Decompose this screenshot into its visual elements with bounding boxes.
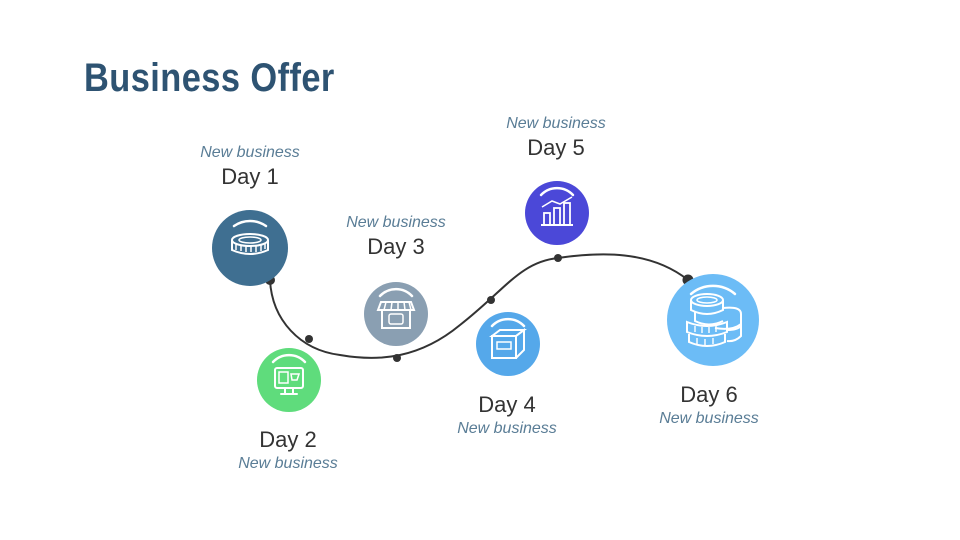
page-title: Business Offer	[84, 56, 335, 100]
milestone-day: Day 3	[367, 234, 425, 259]
bar-chart-icon	[525, 181, 589, 245]
milestone-label-day-1: New business Day 1	[150, 143, 350, 191]
milestone-label-day-3: New business Day 3	[296, 213, 496, 261]
box-icon	[476, 312, 540, 376]
milestone-subtitle: New business	[238, 455, 338, 472]
milestone-subtitle: New business	[659, 410, 759, 427]
milestone-label-day-6: Day 6 New business	[609, 381, 809, 429]
milestone-label-day-5: New business Day 5	[456, 114, 656, 162]
timeline-node	[393, 354, 401, 362]
milestone-subtitle: New business	[506, 115, 606, 132]
coin-icon	[212, 210, 288, 286]
timeline-node	[554, 254, 562, 262]
milestone-label-day-2: Day 2 New business	[188, 426, 388, 474]
milestone-day: Day 6	[680, 382, 738, 407]
coin-stack-icon	[667, 274, 759, 366]
milestone-day: Day 5	[527, 135, 585, 160]
milestone-day: Day 4	[478, 392, 536, 417]
milestone-subtitle: New business	[346, 214, 446, 231]
milestone-subtitle: New business	[200, 144, 300, 161]
milestone-day: Day 2	[259, 427, 317, 452]
milestone-label-day-4: Day 4 New business	[407, 391, 607, 439]
computer-cart-icon	[257, 348, 321, 412]
milestone-subtitle: New business	[457, 420, 557, 437]
timeline-node	[487, 296, 495, 304]
milestone-day: Day 1	[221, 164, 279, 189]
storefront-icon	[364, 282, 428, 346]
timeline-node	[305, 335, 313, 343]
